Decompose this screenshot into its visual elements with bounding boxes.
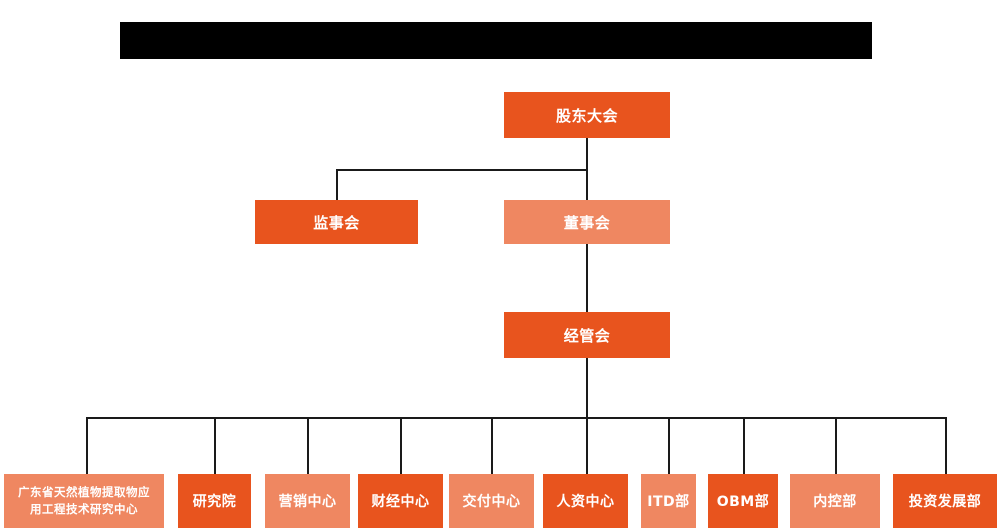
connector-drop-dept-2 [214, 417, 216, 474]
connector-drop-dept-6 [586, 417, 588, 474]
org-node-supervisors[interactable]: 监事会 [255, 200, 418, 244]
org-node-label: ITD部 [647, 494, 690, 510]
connector-drop-dept-10 [945, 417, 947, 474]
connector-drop-dept-1 [86, 417, 88, 474]
org-node-label: 投资发展部 [908, 494, 982, 510]
connector-drop-dept-4 [400, 417, 402, 474]
connector-drop-dept-7 [668, 417, 670, 474]
connector-supervisors-drop [336, 169, 338, 200]
org-node-dept-1[interactable]: 广东省天然植物提取物应 用工程技术研究中心 [4, 474, 164, 528]
connector-shareholders-supervisors-h [336, 169, 588, 171]
org-node-directors[interactable]: 董事会 [504, 200, 670, 244]
org-node-dept-7[interactable]: ITD部 [641, 474, 696, 528]
connector-drop-dept-9 [835, 417, 837, 474]
org-node-label: 营销中心 [278, 494, 337, 510]
org-node-label: 广东省天然植物提取物应 用工程技术研究中心 [18, 485, 150, 516]
org-node-dept-10[interactable]: 投资发展部 [893, 474, 997, 528]
org-node-label: 董事会 [563, 213, 611, 232]
org-node-label: 内控部 [813, 494, 857, 510]
org-node-label: OBM部 [716, 494, 770, 510]
org-node-dept-9[interactable]: 内控部 [790, 474, 880, 528]
org-node-label: 财经中心 [371, 494, 430, 510]
connector-drop-dept-8 [743, 417, 745, 474]
org-node-dept-4[interactable]: 财经中心 [358, 474, 443, 528]
connector-management-down [586, 358, 588, 418]
connector-directors-management [586, 242, 588, 312]
org-node-dept-5[interactable]: 交付中心 [449, 474, 534, 528]
redacted-title-banner [120, 22, 872, 59]
connector-drop-dept-5 [491, 417, 493, 474]
org-node-management[interactable]: 经管会 [504, 312, 670, 358]
connector-drop-dept-3 [307, 417, 309, 474]
org-node-label: 经管会 [563, 326, 611, 345]
org-node-dept-8[interactable]: OBM部 [708, 474, 778, 528]
org-node-dept-6[interactable]: 人资中心 [543, 474, 628, 528]
org-node-label: 监事会 [313, 213, 360, 232]
org-node-label: 交付中心 [462, 494, 521, 510]
org-node-dept-2[interactable]: 研究院 [178, 474, 251, 528]
org-node-shareholders[interactable]: 股东大会 [504, 92, 670, 138]
org-node-label: 人资中心 [556, 494, 615, 510]
org-node-label: 股东大会 [555, 106, 618, 125]
connector-departments-bus [86, 417, 946, 419]
org-node-dept-3[interactable]: 营销中心 [265, 474, 350, 528]
org-node-label: 研究院 [192, 494, 237, 510]
